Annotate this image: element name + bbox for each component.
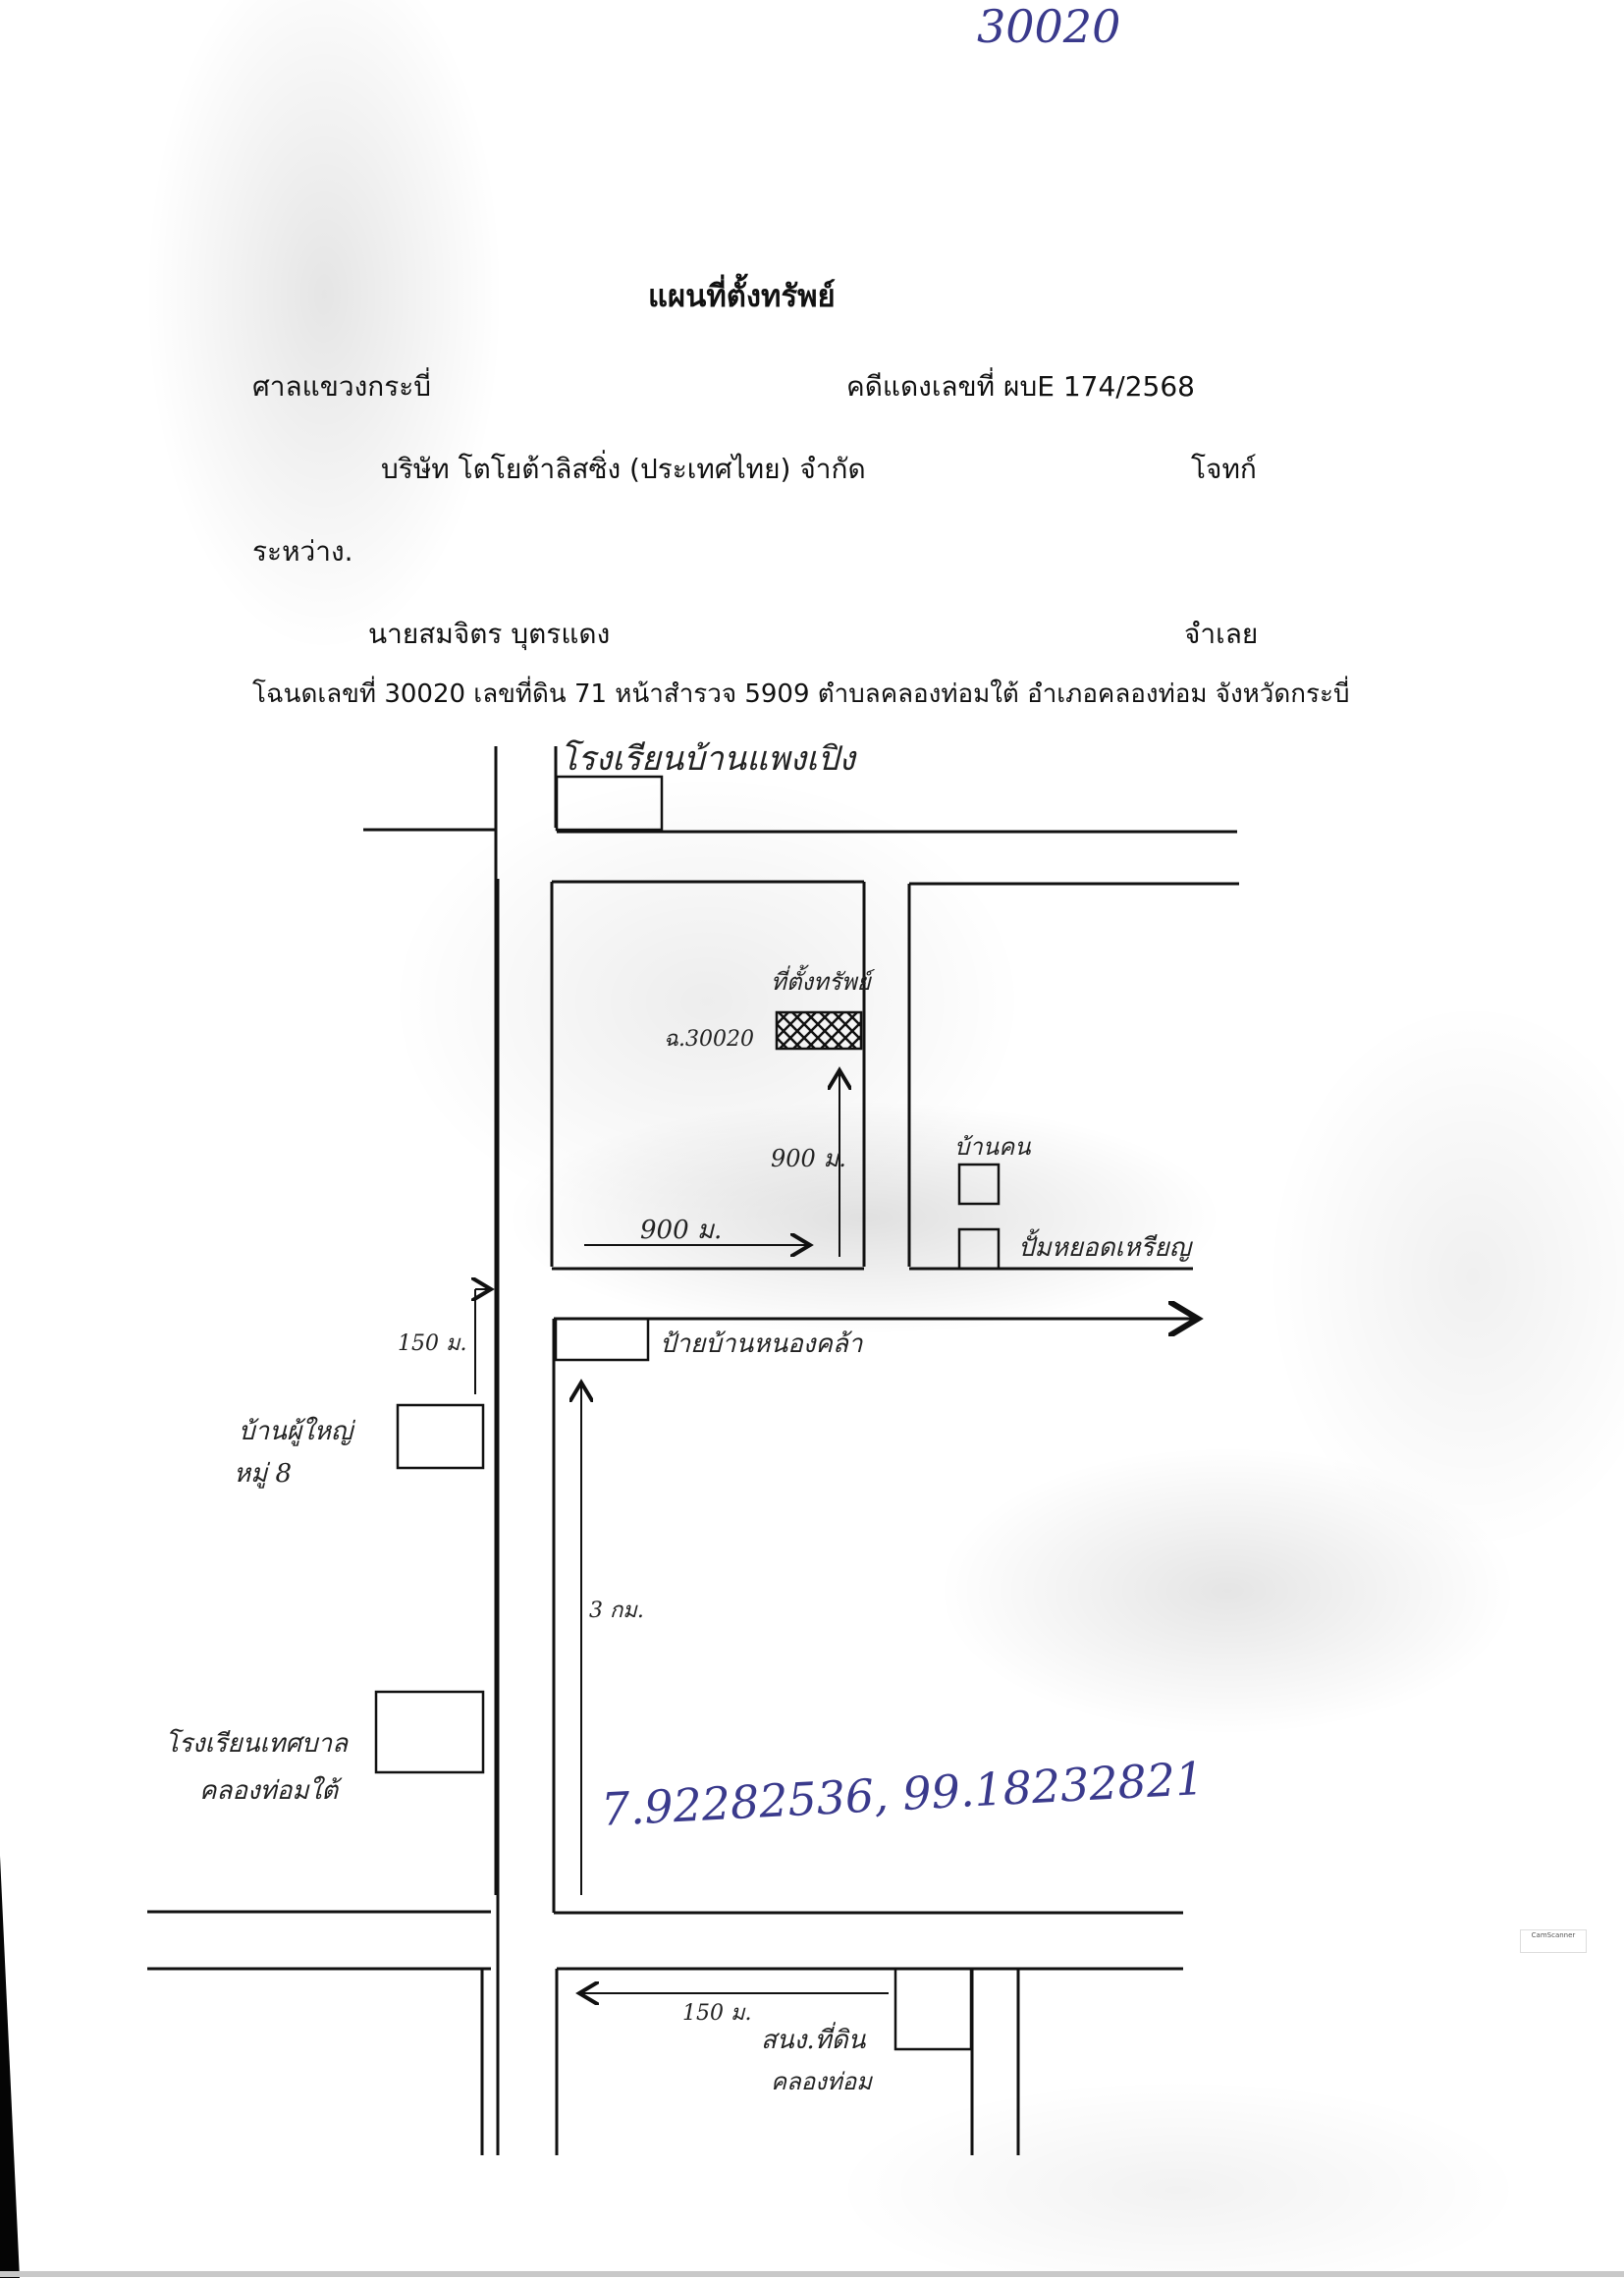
scan-edge-shadow — [0, 1856, 20, 2278]
house-label: บ้านคน — [954, 1133, 1031, 1161]
nong-khla-sign-label: ป้ายบ้านหนองคล้า — [660, 1329, 863, 1359]
between-label: ระหว่าง. — [252, 535, 353, 568]
defendant-role: จำเลย — [1184, 618, 1259, 650]
distance-150-bottom-label: 150 ม. — [682, 2001, 752, 2026]
school-top-building — [555, 775, 664, 832]
deed-details: โฉนดเลขที่ 30020 เลขที่ดิน 71 หน้าสำรวจ … — [252, 679, 1350, 709]
corner-handwritten-number: 30020 — [977, 0, 1121, 53]
property-parcel — [775, 1010, 863, 1051]
sign-box — [554, 1317, 650, 1362]
land-office-building — [893, 1967, 973, 2051]
land-office-label-line2: คลองท่อม — [771, 2068, 872, 2095]
distance-east-label: 900 ม. — [640, 1216, 723, 1245]
municipal-school-building — [374, 1690, 485, 1774]
house-building — [957, 1163, 1001, 1206]
village-head-house-building — [396, 1403, 485, 1470]
direction-arrows — [475, 1070, 889, 1993]
distance-150-left-label: 150 ม. — [398, 1331, 467, 1356]
village-head-label-line2: หมู่ 8 — [234, 1459, 293, 1489]
deed-marker-label: ฉ.30020 — [664, 1027, 754, 1052]
municipal-school-label-line1: โรงเรียนเทศบาล — [165, 1729, 349, 1759]
plaintiff-name: บริษัท โตโยต้าลิสซิ่ง (ประเทศไทย) จำกัด — [381, 453, 866, 485]
distance-3km-label: 3 กม. — [589, 1599, 644, 1623]
document-title: แผนที่ตั้งทรัพย์ — [648, 279, 836, 314]
school-top-label: โรงเรียนบ้านแพงเปิง — [560, 739, 855, 779]
plaintiff-role: โจทก์ — [1191, 453, 1257, 485]
scan-bottom-band — [0, 2271, 1624, 2277]
distance-north-label: 900 ม. — [771, 1145, 846, 1172]
gas-station-building — [957, 1227, 1001, 1271]
camscanner-watermark: CamScanner — [1520, 1929, 1587, 1953]
village-head-label-line1: บ้านผู้ใหญ่ — [239, 1417, 353, 1446]
gas-station-label: ปั้มหยอดเหรียญ — [1018, 1233, 1191, 1263]
camscanner-watermark-text: CamScanner — [1531, 1931, 1576, 1939]
buildings — [374, 775, 1001, 2051]
property-location-label: ที่ตั้งทรัพย์ — [771, 968, 871, 996]
defendant-name: นายสมจิตร บุตรแดง — [368, 618, 611, 650]
municipal-school-label-line2: คลองท่อมใต้ — [199, 1776, 339, 1806]
case-number: คดีแดงเลขที่ ผบE 174/2568 — [846, 370, 1195, 403]
court-name: ศาลแขวงกระบี่ — [252, 370, 432, 403]
land-office-label-line1: สนง.ที่ดิน — [761, 2026, 866, 2055]
